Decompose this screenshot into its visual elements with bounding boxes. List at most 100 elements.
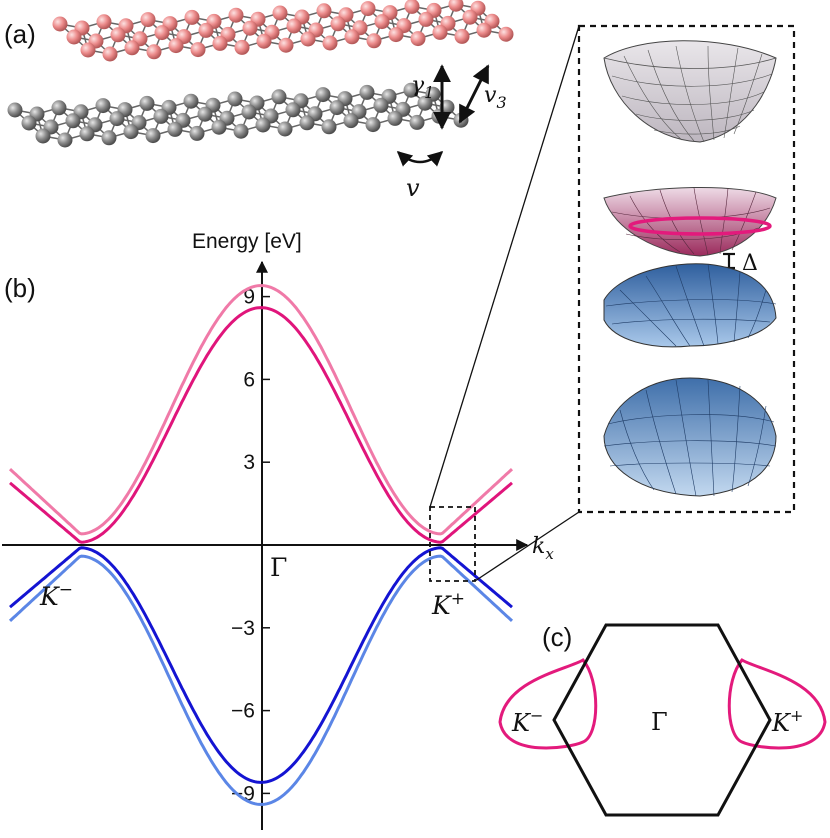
carbon-atom (409, 114, 425, 130)
carbon-atom (316, 3, 332, 19)
carbon-atom (242, 20, 258, 36)
carbon-atom (79, 126, 95, 142)
gamma1-symbol: γ1 (411, 73, 434, 102)
upper-conduction-surface (603, 40, 777, 143)
y-tick-label: 9 (243, 286, 255, 309)
carbon-atom (110, 27, 126, 43)
carbon-atom (183, 93, 199, 109)
carbon-atom (184, 9, 200, 25)
carbon-atom (278, 37, 294, 53)
y-tick-label: −6 (231, 700, 255, 723)
zoom-inset: Δ (577, 24, 796, 514)
carbon-atom (329, 100, 345, 116)
bz-k-plus-label: K+ (771, 706, 803, 737)
carbon-atom (404, 0, 420, 14)
carbon-atom (431, 108, 447, 124)
y-ticks: −9 −6 −3 3 6 9 (231, 286, 270, 805)
lower-valence-surface (603, 377, 777, 497)
zoom-connector-top (429, 25, 580, 508)
panel-b-label: (b) (4, 273, 36, 303)
carbon-atom (211, 119, 227, 135)
carbon-atom (403, 82, 419, 98)
brillouin-zone-diagram: Γ K− K+ (498, 623, 827, 817)
carbon-atom (300, 31, 316, 47)
carbon-atom (66, 29, 82, 45)
k-plus-label: K+ (431, 589, 465, 620)
v-symbol: v (406, 174, 420, 202)
v3-symbol: v3 (484, 83, 507, 112)
carbon-atom (96, 14, 112, 30)
carbon-atom (168, 38, 184, 54)
carbon-atom (35, 128, 51, 144)
carbon-atom (498, 26, 514, 42)
carbon-atom (256, 33, 272, 49)
y-tick-label: 3 (243, 451, 255, 474)
upper-valence-surface (603, 263, 777, 348)
gamma-point-label: Γ (270, 553, 287, 582)
carbon-atom (228, 7, 244, 23)
carbon-atom (410, 31, 426, 47)
fermi-pocket-right (727, 658, 827, 750)
carbon-atom (212, 35, 228, 51)
carbon-atom (52, 16, 68, 32)
carbon-atom (344, 29, 360, 45)
carbon-atom (286, 18, 302, 34)
carbon-atom (387, 110, 403, 126)
carbon-atom (167, 121, 183, 137)
carbon-atom (277, 121, 293, 137)
carbon-atom (80, 42, 96, 58)
carbon-atom (271, 89, 287, 105)
k-minus-label: K− (39, 580, 73, 611)
hexagon-brillouin-zone (552, 623, 772, 817)
carbon-atom (448, 0, 464, 12)
carbon-atom (233, 123, 249, 139)
top-graphene-layer (52, 0, 514, 62)
carbon-atom (374, 14, 390, 30)
carbon-atom (65, 113, 81, 129)
y-tick-label: −3 (231, 617, 255, 640)
carbon-atom (299, 115, 315, 131)
carbon-atom (285, 102, 301, 118)
carbon-atom (123, 124, 139, 140)
panel-a-label: (a) (4, 19, 36, 49)
y-tick-label: 6 (243, 368, 255, 391)
gap-symbol: Δ (742, 251, 758, 276)
carbon-atom (373, 97, 389, 113)
carbon-atom (102, 46, 118, 62)
carbon-atom (153, 108, 169, 124)
carbon-atom (417, 95, 433, 111)
carbon-atom (359, 84, 375, 100)
y-tick-label: −9 (231, 782, 255, 805)
carbon-atom (95, 98, 111, 114)
carbon-atom (343, 113, 359, 129)
carbon-atom (360, 1, 376, 17)
carbon-atom (189, 125, 205, 141)
band-line-0 (8, 284, 514, 536)
carbon-atom (365, 117, 381, 133)
carbon-atom (146, 44, 162, 60)
carbon-atom (198, 22, 214, 38)
x-axis-title: kx (532, 534, 554, 563)
carbon-atom (234, 39, 250, 55)
carbon-atom (432, 24, 448, 40)
carbon-atom (51, 100, 67, 116)
carbon-atom (124, 40, 140, 56)
carbon-atom (21, 115, 37, 131)
carbon-atom (7, 102, 23, 118)
carbon-atom (255, 117, 271, 133)
carbon-atom (418, 11, 434, 27)
carbon-atom (101, 130, 117, 146)
bands (8, 284, 514, 806)
carbon-atom (57, 132, 73, 148)
bz-gamma-label: Γ (651, 708, 668, 736)
carbon-atom (366, 33, 382, 49)
carbon-atom (241, 104, 257, 120)
carbon-atom (454, 28, 470, 44)
carbon-atom (109, 111, 125, 127)
carbon-atom (315, 87, 331, 103)
carbon-atom (462, 9, 478, 25)
carbon-atom (197, 106, 213, 122)
carbon-atom (140, 12, 156, 28)
fermi-pocket-left (498, 658, 598, 750)
